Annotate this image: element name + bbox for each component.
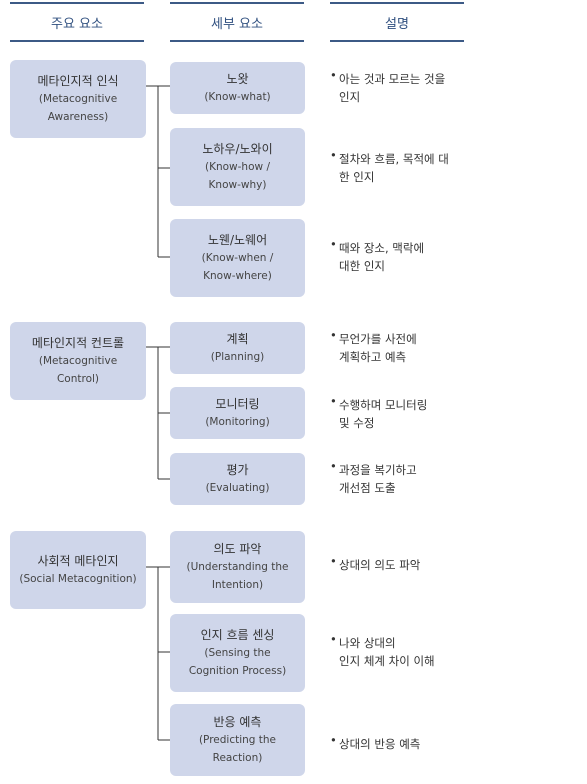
bullet: • <box>330 554 337 568</box>
header-desc-label: 설명 <box>385 16 409 32</box>
bullet: • <box>330 733 337 747</box>
sub-element-label-ko: 평가 <box>226 463 249 477</box>
description-evaluating: • 과정을 복기하고 개선점 도출 <box>330 457 480 501</box>
sub-element-label-ko: 인지 흐름 센싱 <box>200 628 275 642</box>
description-text: 수행하며 모니터링 및 수정 <box>339 398 428 430</box>
sub-element-label-en: (Monitoring) <box>205 416 270 428</box>
sub-element-know-what: 노왓 (Know-what) <box>170 62 305 114</box>
sub-element-label-ko: 모니터링 <box>215 397 260 411</box>
sub-element-label-en: (Evaluating) <box>205 482 270 494</box>
main-element-label-ko: 메타인지적 컨트롤 <box>31 336 125 350</box>
sub-element-label-en: (Sensing the Cognition Process) <box>188 647 287 677</box>
description-text: 상대의 반응 예측 <box>339 737 421 751</box>
main-element-awareness: 메타인지적 인식 (Metacognitive Awareness) <box>10 60 146 138</box>
sub-element-label-ko: 노웬/노웨어 <box>207 233 268 247</box>
sub-element-understanding-intention: 의도 파악 (Understanding the Intention) <box>170 531 305 603</box>
main-element-label-en: (Social Metacognition) <box>19 573 137 585</box>
description-text: 나와 상대의 인지 체계 차이 이해 <box>339 636 435 668</box>
sub-element-monitoring: 모니터링 (Monitoring) <box>170 387 305 439</box>
sub-element-know-when-where: 노웬/노웨어 (Know-when / Know-where) <box>170 219 305 297</box>
header-main-elements: 주요 요소 <box>10 2 144 42</box>
description-predicting-reaction: • 상대의 반응 예측 <box>330 731 480 757</box>
sub-element-label-ko: 노왓 <box>226 72 249 86</box>
description-know-when-where: • 때와 장소, 맥락에 대한 인지 <box>330 235 480 279</box>
sub-element-label-en: (Know-when / Know-where) <box>201 252 274 282</box>
description-text: 아는 것과 모르는 것을 인지 <box>339 72 446 104</box>
header-main-label: 주요 요소 <box>51 16 103 32</box>
main-element-label-ko: 사회적 메타인지 <box>37 554 119 568</box>
main-element-label-en: (Metacognitive Awareness) <box>38 93 118 123</box>
sub-element-label-en: (Understanding the Intention) <box>186 561 289 591</box>
description-text: 상대의 의도 파악 <box>339 558 421 572</box>
sub-element-sensing-cognition: 인지 흐름 센싱 (Sensing the Cognition Process) <box>170 614 305 692</box>
main-element-label-en: (Metacognitive Control) <box>38 355 118 385</box>
sub-element-label-en: (Predicting the Reaction) <box>198 734 277 764</box>
sub-element-label-en: (Planning) <box>210 351 265 363</box>
sub-element-label-en: (Know-what) <box>204 91 271 103</box>
bullet: • <box>330 394 337 408</box>
sub-element-evaluating: 평가 (Evaluating) <box>170 453 305 505</box>
bullet: • <box>330 632 337 646</box>
main-element-social: 사회적 메타인지 (Social Metacognition) <box>10 531 146 609</box>
header-sub-elements: 세부 요소 <box>170 2 304 42</box>
header-description: 설명 <box>330 2 464 42</box>
description-text: 무언가를 사전에 계획하고 예측 <box>339 332 417 364</box>
sub-element-know-how-why: 노하우/노와이 (Know-how / Know-why) <box>170 128 305 206</box>
sub-element-label-en: (Know-how / Know-why) <box>205 161 270 191</box>
description-monitoring: • 수행하며 모니터링 및 수정 <box>330 392 480 436</box>
header-sub-label: 세부 요소 <box>211 16 263 32</box>
description-planning: • 무언가를 사전에 계획하고 예측 <box>330 326 480 370</box>
main-element-label-ko: 메타인지적 인식 <box>37 74 119 88</box>
sub-element-planning: 계획 (Planning) <box>170 322 305 374</box>
bullet: • <box>330 237 337 251</box>
main-element-control: 메타인지적 컨트롤 (Metacognitive Control) <box>10 322 146 400</box>
description-sensing-cognition: • 나와 상대의 인지 체계 차이 이해 <box>330 630 480 674</box>
sub-element-label-ko: 의도 파악 <box>213 542 262 556</box>
description-understanding-intention: • 상대의 의도 파악 <box>330 552 480 578</box>
bullet: • <box>330 459 337 473</box>
description-text: 과정을 복기하고 개선점 도출 <box>339 463 417 495</box>
bullet: • <box>330 68 337 82</box>
sub-element-label-ko: 계획 <box>226 332 249 346</box>
bullet: • <box>330 148 337 162</box>
description-text: 때와 장소, 맥락에 대한 인지 <box>339 241 425 273</box>
description-know-how-why: • 절차와 흐름, 목적에 대 한 인지 <box>330 146 480 190</box>
sub-element-label-ko: 노하우/노와이 <box>202 142 273 156</box>
bullet: • <box>330 328 337 342</box>
description-text: 절차와 흐름, 목적에 대 한 인지 <box>339 152 449 184</box>
sub-element-label-ko: 반응 예측 <box>213 715 262 729</box>
sub-element-predicting-reaction: 반응 예측 (Predicting the Reaction) <box>170 704 305 776</box>
description-know-what: • 아는 것과 모르는 것을 인지 <box>330 66 480 110</box>
